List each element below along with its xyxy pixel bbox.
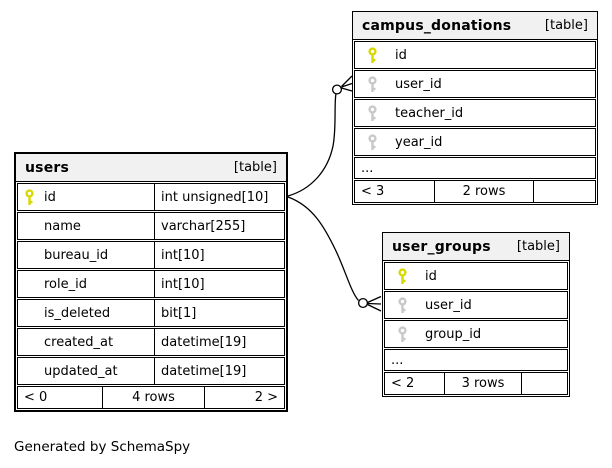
column-row: created_at datetime[19] [17, 328, 285, 356]
column-type: int[10] [161, 247, 205, 263]
column-row: user_id [384, 291, 568, 319]
footer-related-right [521, 373, 567, 394]
column-row: id int unsigned[10] [17, 183, 285, 211]
footer-related-left: < 0 [24, 390, 48, 405]
column-row: is_deleted bit[1] [17, 299, 285, 327]
no-key-spacer [24, 334, 36, 351]
table-footer: < 2 3 rows [384, 372, 568, 395]
column-row: id [354, 41, 596, 69]
no-key-spacer [24, 247, 36, 264]
column-row: name varchar[255] [17, 212, 285, 240]
column-name: updated_at [44, 363, 118, 379]
column-name: teacher_id [395, 105, 464, 121]
footer-related-left: < 3 [361, 184, 385, 199]
foreign-key-icon [367, 133, 379, 151]
column-row: id [384, 262, 568, 290]
column-name: user_id [425, 297, 472, 313]
table-name: users [25, 159, 70, 176]
column-name: id [425, 268, 437, 284]
fk-connector-user-groups [287, 196, 382, 312]
column-name: is_deleted [44, 305, 111, 321]
primary-key-icon [367, 46, 379, 64]
footer-related-left: < 2 [391, 376, 415, 391]
foreign-key-icon [367, 104, 379, 122]
column-type: datetime[19] [161, 334, 247, 350]
column-type: datetime[19] [161, 363, 247, 379]
column-name: year_id [395, 134, 443, 150]
column-type: int[10] [161, 276, 205, 292]
table-user-groups[interactable]: user_groups [table] id user_id group_id … [382, 232, 570, 397]
table-campus-donations[interactable]: campus_donations [table] id user_id teac… [352, 11, 598, 205]
no-key-spacer [24, 218, 36, 235]
ellipsis-row: ... [354, 157, 596, 179]
table-badge: [table] [516, 239, 560, 254]
generator-caption: Generated by SchemaSpy [14, 439, 191, 455]
table-header[interactable]: user_groups [table] [383, 233, 569, 261]
column-row: teacher_id [354, 99, 596, 127]
column-row: bureau_id int[10] [17, 241, 285, 269]
no-key-spacer [24, 276, 36, 293]
column-name: id [44, 189, 56, 205]
column-name: name [44, 218, 81, 234]
foreign-key-icon [367, 75, 379, 93]
table-badge: [table] [233, 160, 277, 175]
footer-rows-count: 2 rows [434, 181, 533, 202]
column-row: user_id [354, 70, 596, 98]
foreign-key-icon [397, 325, 409, 343]
primary-key-icon [24, 188, 36, 206]
column-row: group_id [384, 320, 568, 348]
table-name: campus_donations [362, 17, 512, 34]
no-key-spacer [24, 363, 36, 380]
table-badge: [table] [544, 18, 588, 33]
table-header[interactable]: users [table] [16, 154, 286, 182]
ellipsis-row: ... [384, 349, 568, 371]
column-name: user_id [395, 76, 442, 92]
column-type: int unsigned[10] [161, 189, 269, 205]
footer-related-right: 2 > [204, 387, 284, 408]
primary-key-icon [397, 267, 409, 285]
table-users[interactable]: users [table] id int unsigned[10] name v… [14, 152, 288, 412]
table-name: user_groups [392, 238, 491, 255]
footer-related-right [533, 181, 595, 202]
footer-rows-count: 4 rows [102, 387, 204, 408]
table-header[interactable]: campus_donations [table] [353, 12, 597, 40]
column-row: updated_at datetime[19] [17, 357, 285, 385]
column-name: id [395, 47, 407, 63]
column-name: role_id [44, 276, 87, 292]
column-name: group_id [425, 326, 482, 342]
column-name: created_at [44, 334, 114, 350]
table-footer: < 3 2 rows [354, 180, 596, 203]
column-row: year_id [354, 128, 596, 156]
column-type: bit[1] [161, 305, 197, 321]
column-row: role_id int[10] [17, 270, 285, 298]
column-type: varchar[255] [161, 218, 246, 234]
footer-rows-count: 3 rows [444, 373, 521, 394]
column-name: bureau_id [44, 247, 109, 263]
table-footer: < 0 4 rows 2 > [17, 386, 285, 409]
foreign-key-icon [397, 296, 409, 314]
no-key-spacer [24, 305, 36, 322]
fk-connector-campus-donations [287, 75, 353, 197]
